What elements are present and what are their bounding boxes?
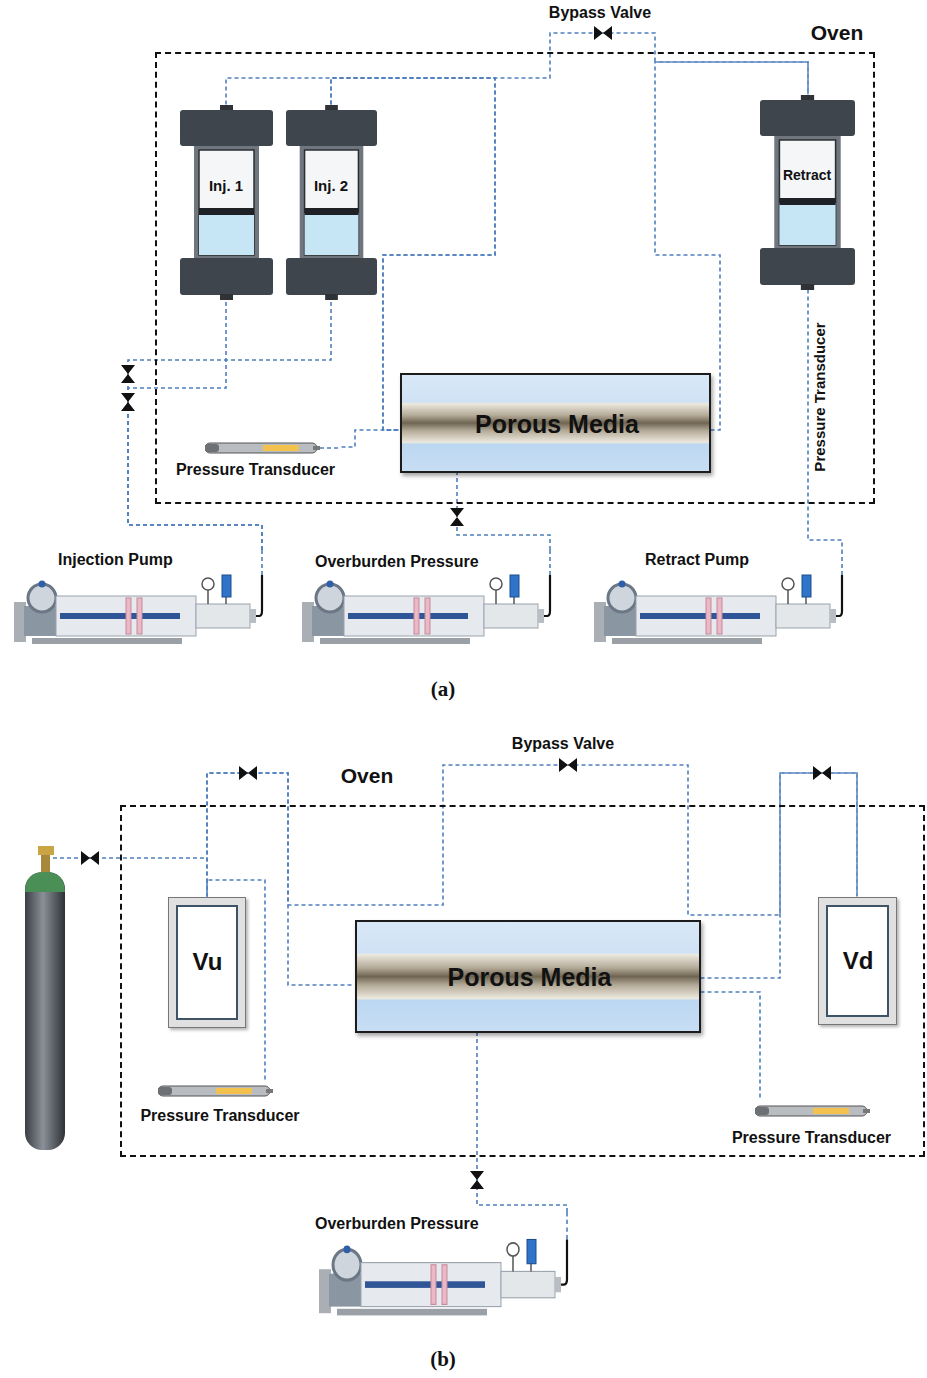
node-label: Overburden Pressure: [315, 1214, 495, 1233]
node-label: Overburden Pressure: [315, 552, 490, 571]
pressure-transducer: Pressure Transducer: [128, 1080, 313, 1132]
pipe-line: [808, 290, 842, 551]
node-label: Porous Media: [402, 409, 713, 439]
downstream-vessel: Vd: [818, 897, 897, 1025]
pressure-transducer: Pressure Transducer: [718, 1098, 906, 1148]
porous-media-holder: Porous Media: [355, 920, 701, 1033]
symbol-instance: [158, 1086, 273, 1096]
symbol-instance: [594, 550, 842, 644]
node-label: Retract Pump: [645, 550, 770, 569]
pipe-stub: [320, 447, 340, 449]
injection-cylinder: Inj. 2: [286, 105, 377, 300]
node-label: Pressure Transducer: [128, 1106, 313, 1125]
symbol-instance: [760, 95, 855, 290]
node-label: Retract: [760, 167, 855, 184]
porous-media-holder: Porous Media: [400, 373, 711, 473]
overburden-pump: Overburden Pressure: [315, 1212, 575, 1322]
cylinder-drawing: [286, 105, 377, 300]
transducer-drawing: [205, 440, 340, 456]
node-label: Vu: [169, 948, 247, 977]
cylinder-drawing: [760, 95, 855, 290]
node-label: Injection Pump: [58, 550, 198, 569]
panel-label: (b): [430, 1347, 456, 1372]
cylinder-drawing: [180, 105, 273, 300]
retract-pump: Retract Pump: [590, 550, 850, 650]
symbol-instance: [286, 105, 377, 300]
pipe-line: [128, 300, 331, 551]
upstream-vessel: Vu: [168, 897, 246, 1028]
valve-label: Bypass Valve: [512, 734, 614, 753]
pipe-line: [342, 430, 400, 447]
panel-label: (a): [431, 677, 456, 702]
node-label: Vd: [819, 947, 898, 976]
transducer-label: Pressure Transducer: [811, 322, 829, 471]
pipe-line: [207, 765, 857, 915]
retract-cylinder: Retract: [760, 95, 855, 290]
injection-pump: Injection Pump: [10, 550, 270, 650]
pipe-line: [128, 300, 262, 551]
node-label: Inj. 1: [180, 177, 273, 195]
pipe-line: [701, 992, 761, 1098]
symbol-instance: [205, 443, 320, 453]
symbol-instance: [180, 105, 273, 300]
node-label: Pressure Transducer: [170, 460, 342, 479]
oven-region: OvenInj. 1Inj. 2RetractPorous MediaPress…: [155, 52, 875, 504]
node-label: Oven: [802, 20, 872, 45]
pressure-transducer: Pressure Transducer: [170, 438, 342, 482]
pipe-line: [331, 33, 808, 105]
node-label: Oven: [327, 763, 407, 788]
node-label: Porous Media: [357, 962, 703, 992]
injection-cylinder: Inj. 1: [180, 105, 273, 300]
symbol-instance: [755, 1106, 870, 1116]
symbol-instance: [14, 550, 262, 644]
oven-region: OvenVuVdPorous MediaPressure TransducerP…: [120, 805, 925, 1157]
transducer-drawing: [158, 1083, 283, 1099]
valve-label: Bypass Valve: [549, 3, 651, 22]
pipe-line: [477, 1033, 567, 1213]
transducer-drawing: [755, 1103, 878, 1119]
node-label: Pressure Transducer: [718, 1128, 906, 1147]
node-label: Inj. 2: [286, 177, 377, 195]
symbol-instance: [302, 550, 550, 644]
pipe-line: [457, 473, 550, 551]
overburden-pump: Overburden Pressure: [298, 550, 558, 650]
